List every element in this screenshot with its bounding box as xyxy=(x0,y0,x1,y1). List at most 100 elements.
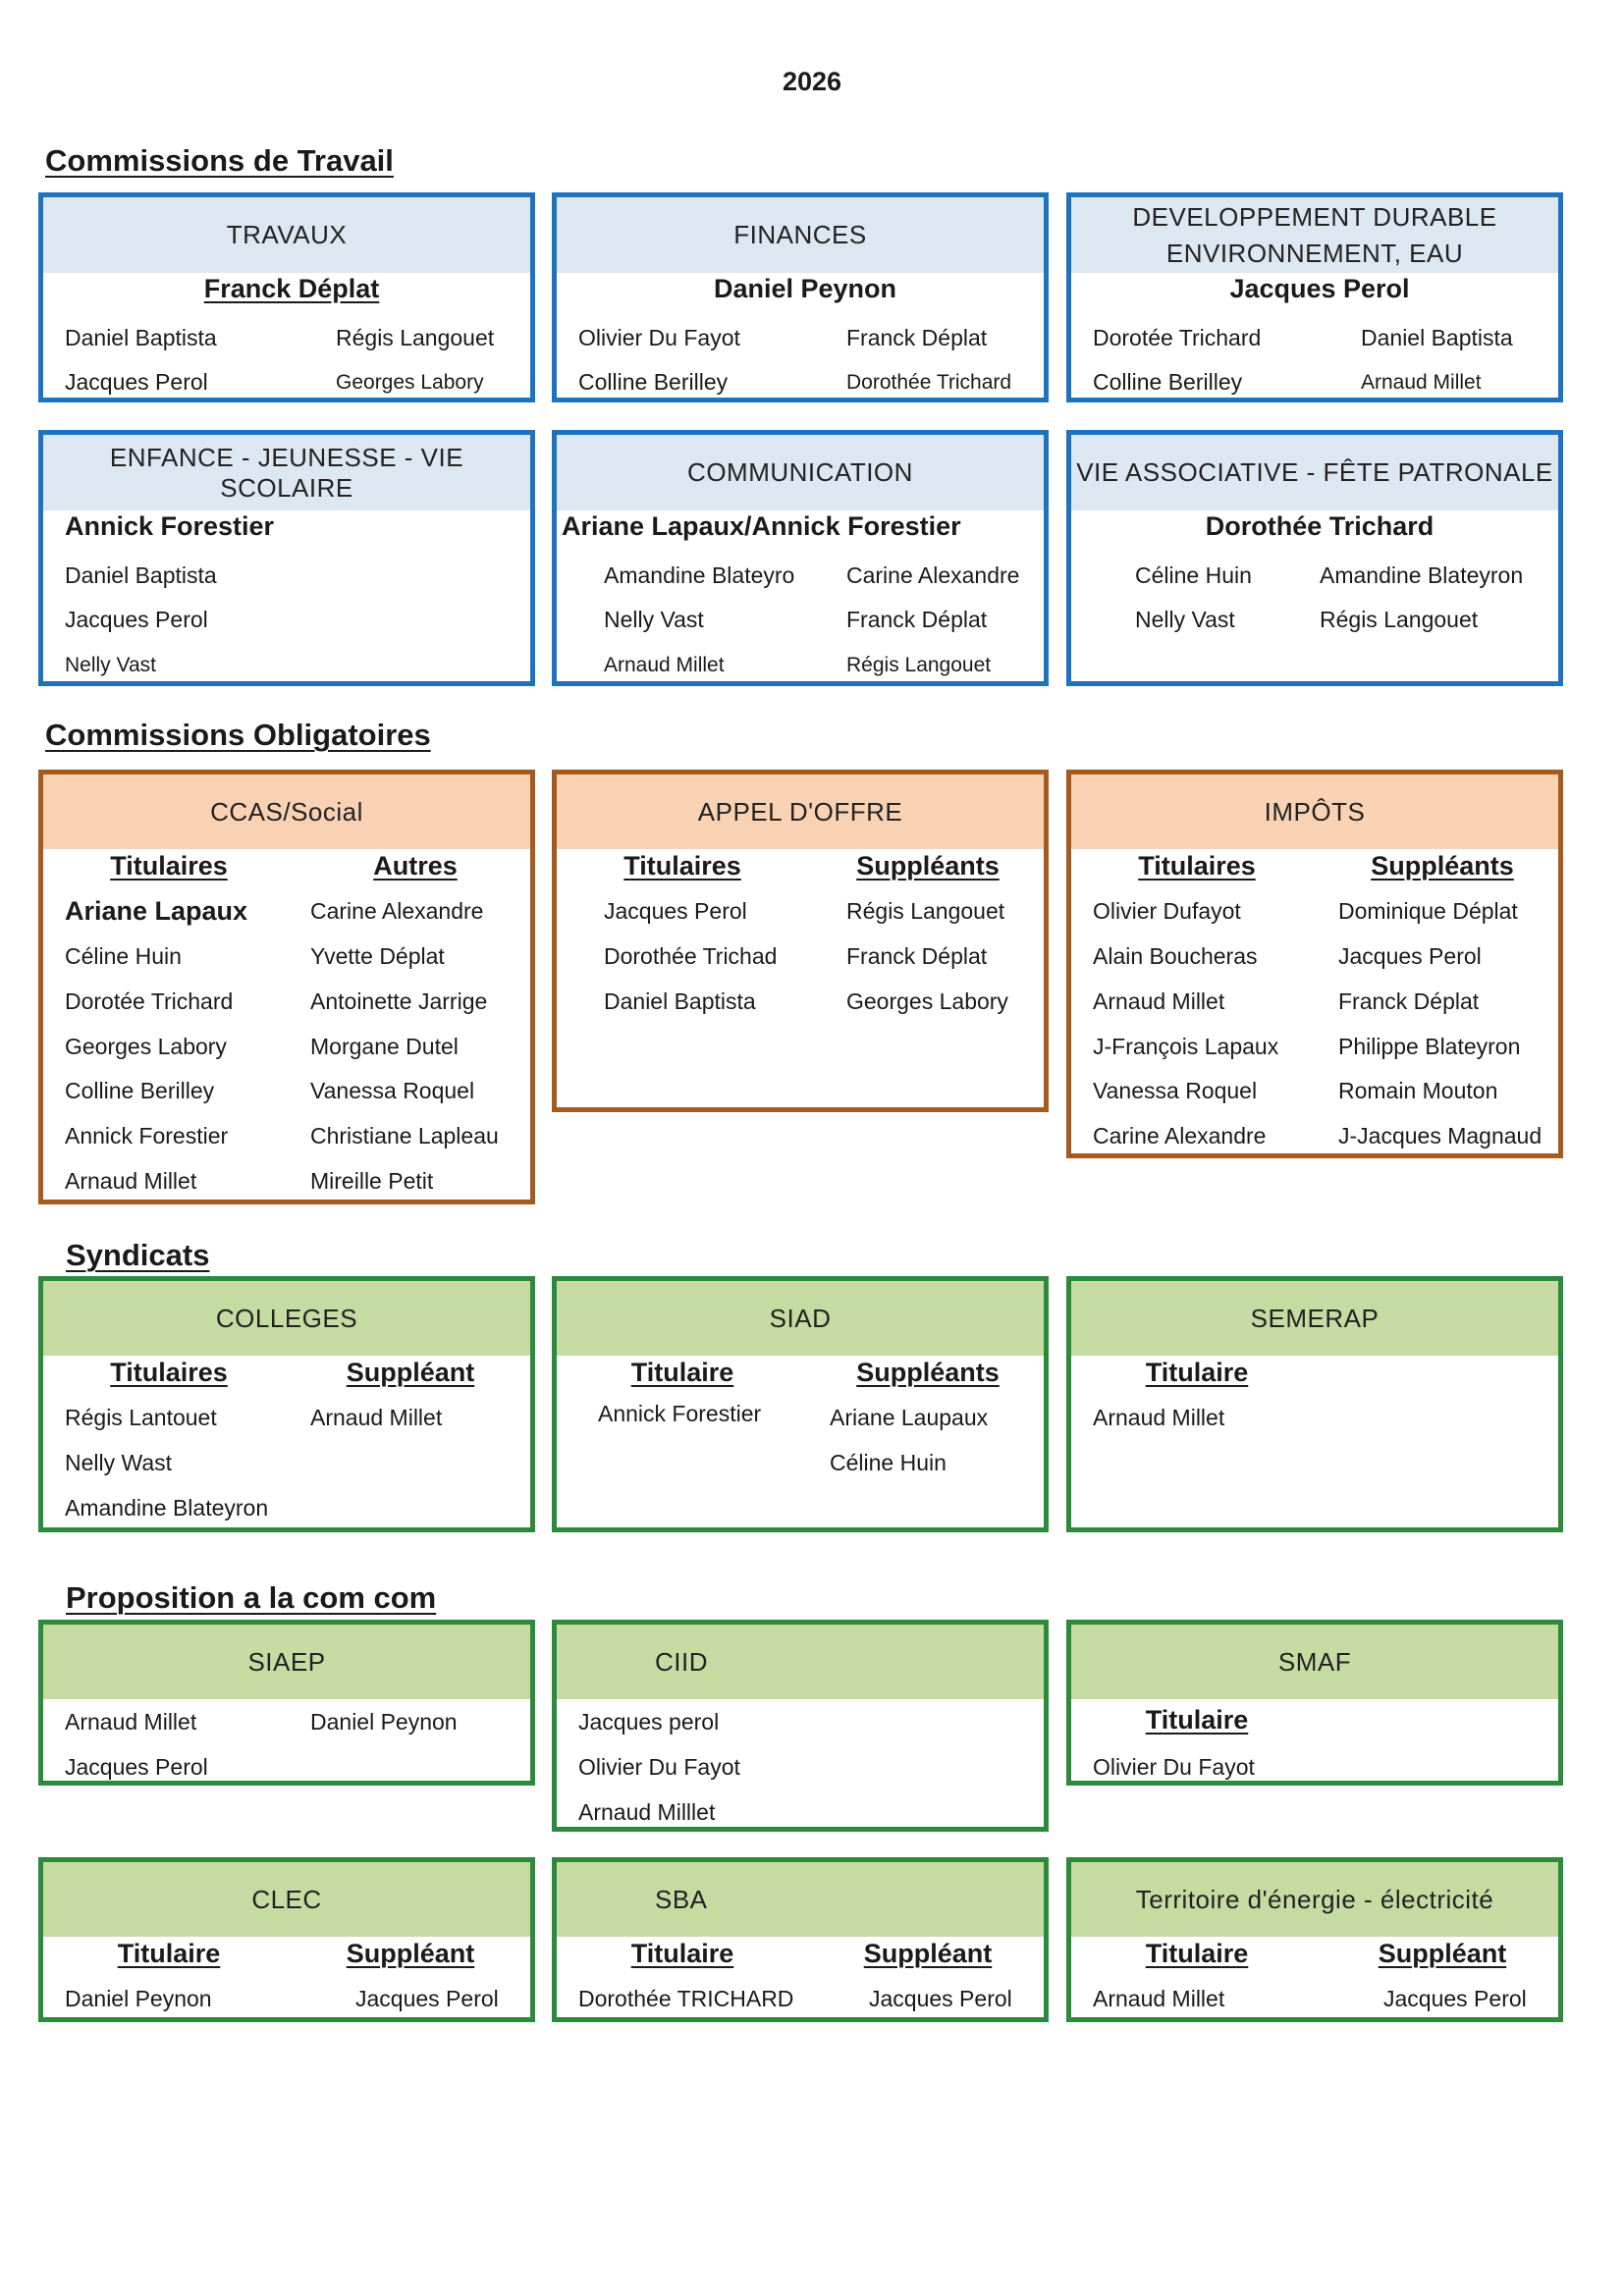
member: Christiane Lapleau xyxy=(310,1123,499,1148)
member: Jacques Perol xyxy=(65,607,208,632)
member: Régis Langouet xyxy=(1320,607,1479,632)
member: Philippe Blateyron xyxy=(1338,1034,1521,1059)
commission-vie-associative-lead: Dorothée Trichard xyxy=(1205,511,1435,541)
member: Jacques Perol xyxy=(1338,943,1482,969)
member: Jacques perol xyxy=(578,1709,720,1735)
commission-enfance-header: ENFANCE - JEUNESSE - VIE SCOLAIRE xyxy=(43,435,530,510)
member: Franck Déplat xyxy=(846,607,988,632)
syndicat-siad-title: SIAD xyxy=(769,1303,832,1333)
commission-finances-header: FINANCES xyxy=(557,197,1044,273)
member: J-Jacques Magnaud xyxy=(1338,1123,1543,1148)
member: Nelly Wast xyxy=(65,1450,173,1475)
member: Colline Berilley xyxy=(578,369,729,395)
member: Daniel Baptista xyxy=(65,562,217,588)
commission-finances-lead: Daniel Peynon xyxy=(713,274,897,303)
proposition-territoire-energie: Territoire d'énergie - électricité Titul… xyxy=(1066,1857,1563,2022)
member: Arnaud Millet xyxy=(65,1168,197,1194)
syndicat-semerap-title: SEMERAP xyxy=(1250,1303,1380,1333)
proposition-ciid: CIID Jacques perol Olivier Du Fayot Arna… xyxy=(552,1620,1049,1832)
commission-travaux: TRAVAUX Franck Déplat Daniel Baptista Ré… xyxy=(38,192,535,402)
commission-appel-offre-title: APPEL D'OFFRE xyxy=(697,796,903,827)
commission-ccas-header: CCAS/Social xyxy=(43,774,530,849)
member: Arnaud Millet xyxy=(1093,1405,1225,1430)
proposition-clec-title: CLEC xyxy=(251,1884,322,1914)
proposition-ciid-title: CIID xyxy=(655,1646,708,1677)
member: Amandine Blateyron xyxy=(65,1495,269,1521)
member: Colline Berilley xyxy=(65,1078,215,1103)
column-header-titulaires: Titulaires xyxy=(1138,851,1256,881)
syndicat-semerap-header: SEMERAP xyxy=(1071,1281,1558,1356)
proposition-sba-header: SBA xyxy=(557,1862,1044,1937)
member: Amandine Blateyron xyxy=(1320,562,1524,588)
member: Alain Boucheras xyxy=(1093,943,1258,969)
syndicat-colleges-title: COLLEGES xyxy=(215,1303,358,1333)
section-title-syndicats: Syndicats xyxy=(66,1238,210,1272)
commission-communication: COMMUNICATION Ariane Lapaux/Annick Fores… xyxy=(552,430,1049,686)
proposition-siaep-header: SIAEP xyxy=(43,1625,530,1699)
column-header-suppleants: Suppléants xyxy=(856,851,1000,881)
column-header-titulaire: Titulaire xyxy=(630,1939,734,1968)
member: Romain Mouton xyxy=(1338,1078,1498,1103)
syndicat-siad-header: SIAD xyxy=(557,1281,1044,1356)
column-header-titulaire: Titulaire xyxy=(630,1358,734,1387)
column-header-titulaire: Titulaire xyxy=(117,1939,221,1968)
section-title-proposition: Proposition a la com com xyxy=(66,1580,437,1615)
commission-enfance-title: ENFANCE - JEUNESSE - VIE SCOLAIRE xyxy=(109,442,464,503)
member: Carine Alexandre xyxy=(1093,1123,1267,1148)
commission-impots: IMPÔTS Titulaires Suppléants Olivier Duf… xyxy=(1066,770,1563,1158)
member: Daniel Baptista xyxy=(1361,325,1513,350)
proposition-smaf-header: SMAF xyxy=(1071,1625,1558,1699)
member: Jacques Perol xyxy=(65,369,208,395)
commission-travaux-title: TRAVAUX xyxy=(226,220,348,249)
proposition-sba: SBA Titulaire Suppléant Dorothée TRICHAR… xyxy=(552,1857,1049,2022)
member: Jacques Perol xyxy=(604,898,747,924)
proposition-territoire-energie-header: Territoire d'énergie - électricité xyxy=(1071,1862,1558,1937)
commission-communication-title: COMMUNICATION xyxy=(687,457,913,487)
section-title-travail: Commissions de Travail xyxy=(45,143,394,178)
member: Dorotée Trichard xyxy=(65,988,234,1014)
commission-enfance-lead: Annick Forestier xyxy=(65,511,275,541)
commission-finances-title: FINANCES xyxy=(733,220,867,249)
member: Vanessa Roquel xyxy=(1093,1078,1258,1103)
column-header-suppleant: Suppléant xyxy=(346,1358,475,1387)
commission-communication-lead: Ariane Lapaux/Annick Forestier xyxy=(562,511,961,541)
commission-vie-associative-title: VIE ASSOCIATIVE - FÊTE PATRONALE xyxy=(1076,457,1553,487)
member: Antoinette Jarrige xyxy=(310,988,488,1014)
member: Céline Huin xyxy=(1135,562,1252,588)
commission-communication-header: COMMUNICATION xyxy=(557,435,1044,510)
member: Dorothée Trichard xyxy=(846,371,1012,394)
member: Georges Labory xyxy=(336,371,484,394)
syndicat-semerap: SEMERAP Titulaire Arnaud Millet xyxy=(1066,1276,1563,1532)
member: Daniel Baptista xyxy=(65,325,217,350)
member: Colline Berilley xyxy=(1093,369,1243,395)
proposition-smaf-title: SMAF xyxy=(1277,1646,1352,1677)
column-header-titulaires: Titulaires xyxy=(623,851,741,881)
member: Morgane Dutel xyxy=(310,1034,459,1059)
proposition-sba-title: SBA xyxy=(655,1884,708,1914)
document-year: 2026 xyxy=(782,67,842,96)
member: Ariane Laupaux xyxy=(830,1405,989,1430)
member: Jacques Perol xyxy=(1383,1986,1527,2011)
proposition-siaep-title: SIAEP xyxy=(247,1646,326,1677)
column-header-suppleant: Suppléant xyxy=(346,1939,475,1968)
member: Daniel Peynon xyxy=(310,1709,458,1735)
column-header-autres: Autres xyxy=(373,851,458,881)
member: Régis Langouet xyxy=(846,898,1005,924)
member: Régis Langouet xyxy=(846,654,992,676)
column-header-titulaires: Titulaires xyxy=(110,851,228,881)
commission-developpement: DEVELOPPEMENT DURABLE ENVIRONNEMENT, EAU… xyxy=(1066,192,1563,402)
commission-enfance: ENFANCE - JEUNESSE - VIE SCOLAIRE Annick… xyxy=(38,430,535,686)
member: Daniel Baptista xyxy=(604,988,756,1014)
member: Dorotée Trichard xyxy=(1093,325,1262,350)
syndicat-colleges-header: COLLEGES xyxy=(43,1281,530,1356)
member: Régis Lantouet xyxy=(65,1405,217,1430)
member: Arnaud Millet xyxy=(1093,1986,1225,2011)
column-header-titulaire: Titulaire xyxy=(1145,1705,1249,1735)
commission-impots-header: IMPÔTS xyxy=(1071,774,1558,849)
proposition-territoire-energie-title: Territoire d'énergie - électricité xyxy=(1135,1884,1494,1914)
member: Nelly Vast xyxy=(604,607,704,632)
member: Vanessa Roquel xyxy=(310,1078,475,1103)
member: Daniel Peynon xyxy=(65,1986,212,2011)
member: Franck Déplat xyxy=(846,325,988,350)
commission-developpement-lead: Jacques Perol xyxy=(1229,274,1410,303)
